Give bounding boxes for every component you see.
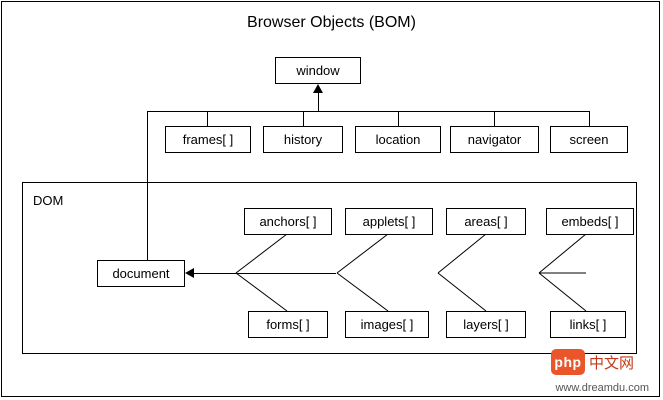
connector-document-spine (194, 273, 336, 274)
node-navigator[interactable]: navigator (450, 126, 539, 153)
connector-drop-history (303, 111, 304, 126)
node-anchors[interactable]: anchors[ ] (244, 208, 332, 235)
node-applets[interactable]: applets[ ] (345, 208, 433, 235)
dom-group-box (22, 182, 637, 354)
connector-window-to-document-vertical (147, 111, 148, 273)
connector-drop-screen (589, 111, 590, 126)
connector-window-stem (318, 92, 319, 111)
node-layers[interactable]: layers[ ] (446, 311, 526, 338)
watermark-text: 中文网 (589, 353, 635, 372)
connector-drop-location (398, 111, 399, 126)
dom-group-label: DOM (33, 193, 64, 208)
node-links[interactable]: links[ ] (550, 311, 626, 338)
php-badge: php (551, 349, 585, 375)
site-url: www.dreamdu.com (555, 382, 649, 394)
connector-bom-bus (147, 111, 590, 112)
connector-drop-navigator (494, 111, 495, 126)
node-frames[interactable]: frames[ ] (165, 126, 251, 153)
node-areas[interactable]: areas[ ] (446, 208, 526, 235)
node-history[interactable]: history (263, 126, 343, 153)
arrowhead-to-window-icon (313, 84, 323, 93)
node-location[interactable]: location (355, 126, 441, 153)
node-forms[interactable]: forms[ ] (248, 311, 328, 338)
connector-drop-frames (207, 111, 208, 126)
diagram-title: Browser Objects (BOM) (247, 14, 416, 31)
node-screen[interactable]: screen (550, 126, 628, 153)
arrowhead-to-document-icon (185, 268, 194, 278)
watermark: php 中文网 (551, 348, 647, 376)
node-embeds[interactable]: embeds[ ] (546, 208, 634, 235)
node-document[interactable]: document (97, 260, 185, 287)
node-images[interactable]: images[ ] (345, 311, 429, 338)
node-window[interactable]: window (275, 57, 361, 84)
